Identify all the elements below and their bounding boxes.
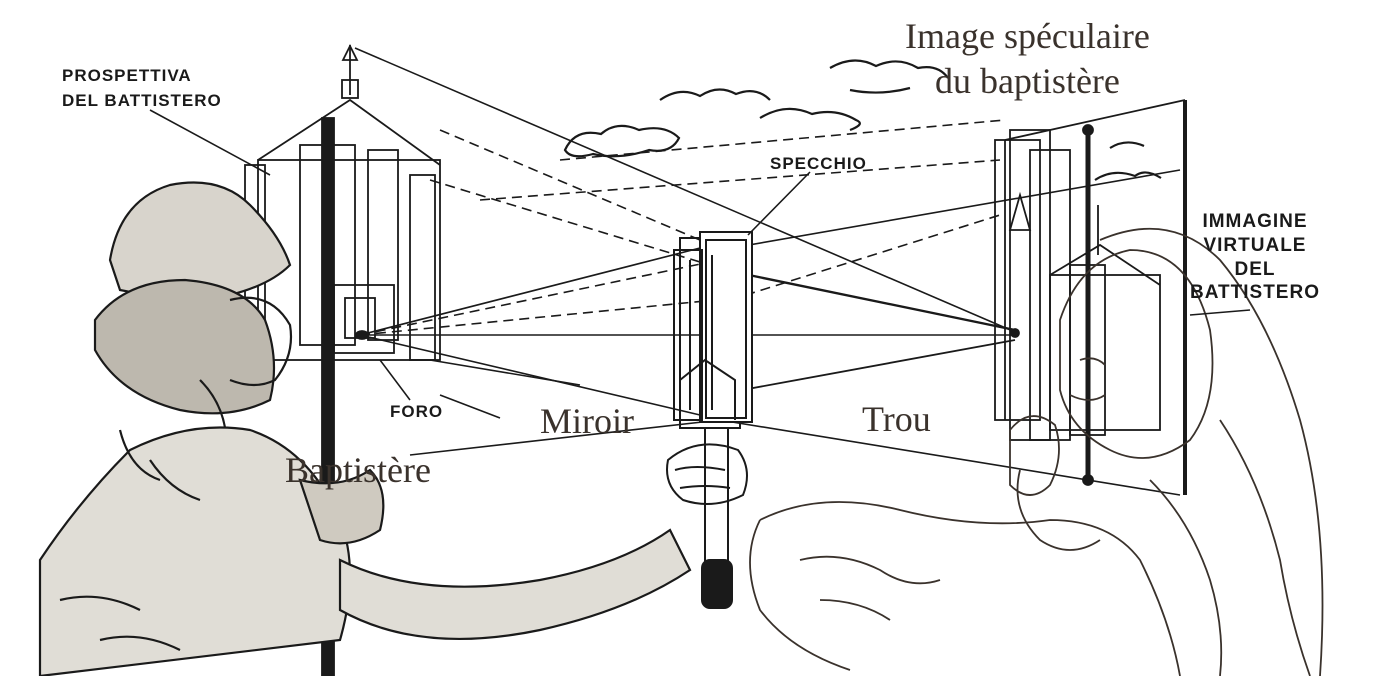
label-foro: FORO [390,402,444,421]
label-image-speculaire-line1: Image spéculaire [905,16,1150,56]
label-specchio: SPECCHIO [770,154,867,173]
virtual-image-panel [994,99,1187,495]
sight-lines [354,47,1181,496]
label-immagine-line3: DEL [1234,258,1276,280]
mirror [666,231,753,609]
label-miroir: Miroir [540,401,634,441]
clouds [563,59,1162,181]
label-trou: Trou [862,399,931,439]
right-figure [749,227,1324,676]
label-prospettiva-line1: PROSPETTIVA [62,66,192,85]
label-prospettiva-line2: DEL BATTISTERO [62,90,222,110]
label-prospettiva: PROSPETTIVA DEL BATTISTERO [62,64,222,113]
label-immagine-line2: VIRTUALE [1203,234,1307,256]
left-figure [38,181,692,676]
label-image-speculaire-line2: du baptistère [934,61,1120,101]
label-immagine-virtuale: IMMAGINE VIRTUALE DEL BATTISTERO [1190,210,1320,305]
label-immagine-line4: BATTISTERO [1190,282,1320,304]
label-leaders [149,109,1251,419]
label-image-speculaire: Image spéculaire du baptistère [905,14,1150,104]
label-baptistere: Baptistère [285,450,431,490]
label-immagine-line1: IMMAGINE [1202,211,1308,232]
